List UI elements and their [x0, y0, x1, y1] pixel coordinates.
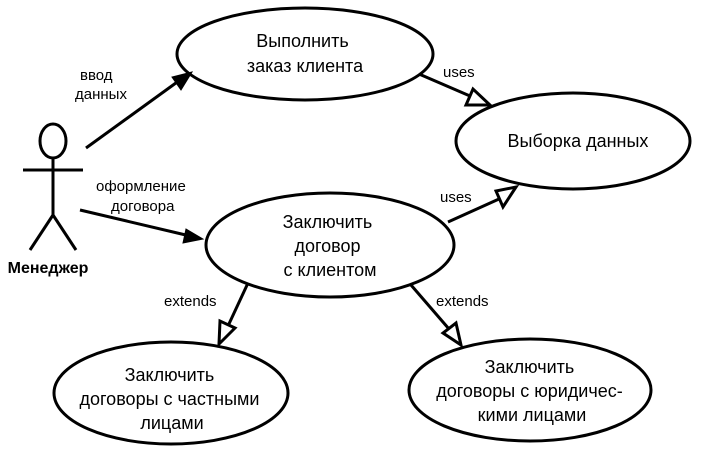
use-case-private-contracts	[52, 340, 290, 446]
label-line: Выборка данных	[508, 131, 649, 151]
open-arrowhead	[440, 320, 464, 349]
label-line: с клиентом	[283, 260, 376, 280]
label-line: лицами	[140, 413, 203, 433]
label-line: Заключить	[125, 365, 215, 385]
use-case-legal-contracts	[407, 337, 653, 443]
uses-relation-top: uses	[418, 64, 494, 107]
extends-line	[226, 282, 250, 327]
association-label: ввод данных	[75, 67, 127, 103]
extends-line	[409, 284, 451, 330]
open-arrowhead	[493, 184, 520, 211]
label-line: кими лицами	[478, 405, 587, 425]
uses-label: uses	[440, 189, 472, 206]
extends-label: extends	[164, 293, 217, 310]
label-line: Заключить	[283, 212, 373, 232]
open-arrowhead	[217, 318, 238, 348]
extends-label: extends	[436, 293, 489, 310]
use-case-execute-order-label: Выполнить заказ клиента	[247, 31, 364, 76]
use-case-execute-order	[175, 6, 435, 102]
extends-relation-right: extends	[409, 284, 489, 349]
actor-label: Менеджер	[8, 260, 89, 277]
uses-relation-bottom: uses	[440, 184, 520, 224]
use-case-data-selection-label: Выборка данных	[508, 131, 649, 151]
label-line: договоры с частными	[80, 389, 260, 409]
actor-right-leg	[51, 214, 78, 251]
association-label: оформление договора	[96, 178, 190, 215]
association-line	[79, 208, 191, 238]
open-arrowhead	[463, 86, 494, 107]
label-line: договор	[294, 236, 360, 256]
extends-relation-left: extends	[164, 282, 250, 348]
actor-left-leg	[28, 214, 55, 251]
label-line: оформление	[96, 178, 186, 195]
label-line: Выполнить	[256, 31, 348, 51]
uses-line	[418, 72, 471, 98]
label-line: ввод	[80, 67, 113, 84]
use-case-conclude-contract	[204, 191, 456, 299]
use-case-legal-contracts-label: Заключить договоры с юридичес- кими лица…	[436, 357, 628, 425]
association-data-entry: ввод данных	[75, 67, 194, 150]
actor-head	[38, 122, 68, 160]
label-line: заказ клиента	[247, 56, 364, 76]
use-case-conclude-contract-label: Заключить договор с клиентом	[283, 212, 378, 280]
uses-line	[447, 197, 500, 224]
label-line: договора	[111, 198, 175, 215]
use-case-private-contracts-label: Заключить договоры с частными лицами	[80, 365, 265, 433]
actor-manager: Менеджер	[8, 122, 89, 277]
use-case-data-selection	[454, 91, 692, 191]
association-contract-registration: оформление договора	[79, 178, 205, 244]
arrowhead-filled	[171, 71, 194, 91]
association-line	[85, 78, 181, 150]
label-line: данных	[75, 86, 127, 103]
arrowhead-filled	[182, 228, 205, 244]
label-line: договоры с юридичес-	[436, 381, 623, 401]
label-line: Заключить	[485, 357, 575, 377]
uses-label: uses	[443, 64, 475, 81]
